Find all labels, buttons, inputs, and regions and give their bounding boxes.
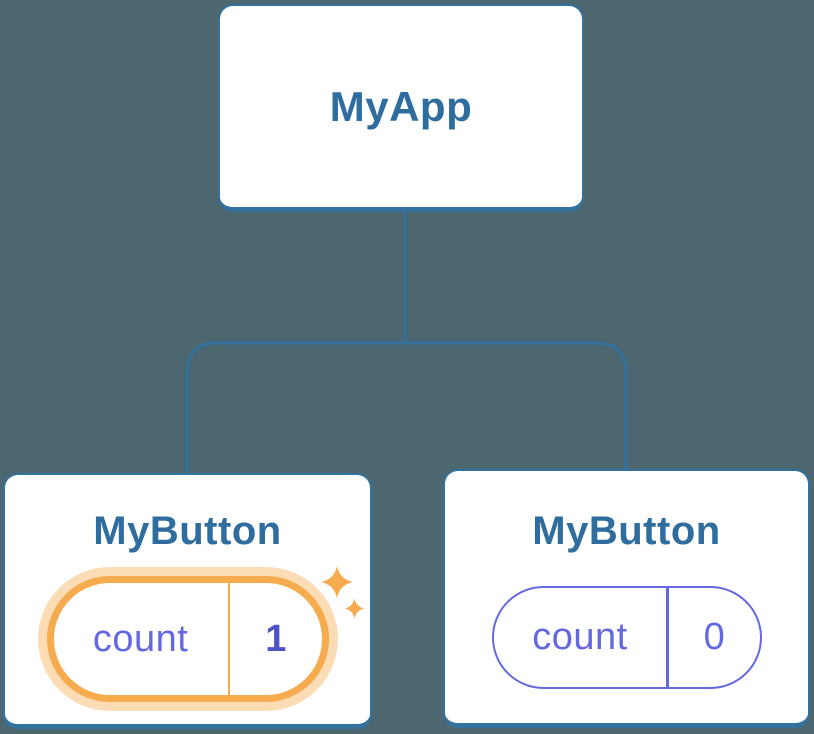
pill-divider (227, 583, 231, 695)
node-title: MyButton (93, 509, 282, 553)
node-mybutton-left: MyButton count 1 (3, 473, 372, 729)
sparkle-icon-large (320, 565, 354, 599)
state-pill-highlighted: count 1 (46, 576, 329, 702)
pill-divider (666, 588, 669, 687)
state-pill: count 0 (491, 586, 762, 689)
node-myapp: MyApp (218, 4, 584, 212)
state-key-label: count (532, 616, 628, 658)
sparkle-icon-small (344, 598, 365, 619)
node-title: MyButton (532, 509, 721, 553)
node-title: MyApp (329, 82, 473, 130)
state-value: 0 (703, 616, 725, 658)
state-value: 1 (265, 617, 287, 660)
state-key-label: count (92, 617, 189, 660)
node-mybutton-right: MyButton count 0 (443, 469, 810, 728)
